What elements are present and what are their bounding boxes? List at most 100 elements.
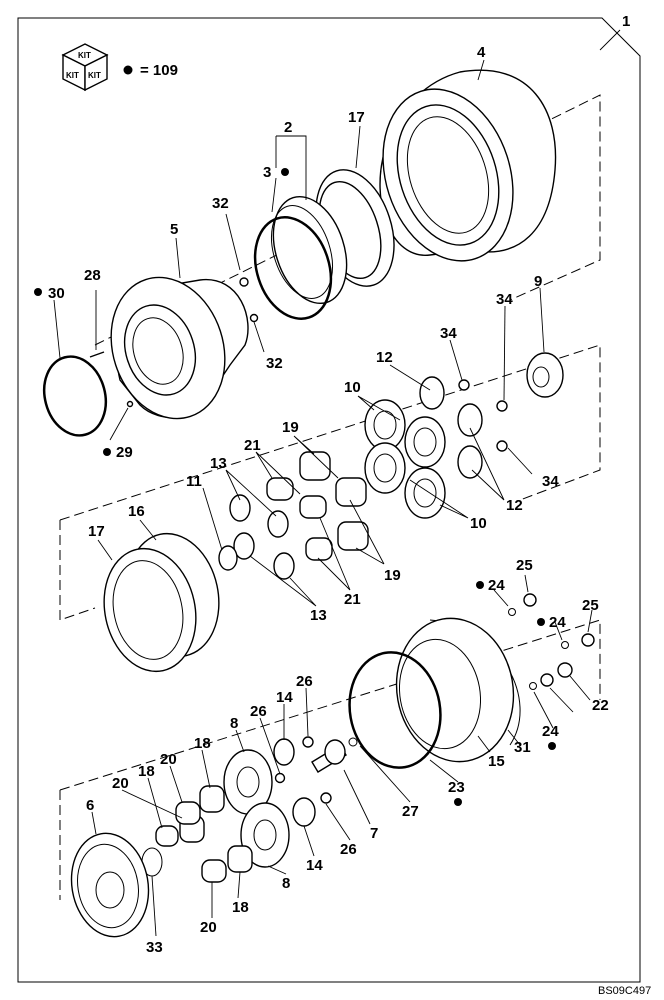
callout-8a: 8 <box>230 715 238 732</box>
callout-2: 2 <box>284 119 292 136</box>
o-ring-part-30 <box>42 355 108 437</box>
kit-legend: KIT KIT KIT = 109 <box>61 43 178 92</box>
callout-29: 29 <box>116 444 133 461</box>
callout-10b: 10 <box>470 515 487 532</box>
callout-34a: 34 <box>440 325 457 342</box>
bushing-part-20-b <box>155 825 179 847</box>
callout-18c: 18 <box>232 899 249 916</box>
callout-24a: 24 <box>488 577 505 594</box>
callout-7: 7 <box>370 825 378 842</box>
callout-10a: 10 <box>344 379 361 396</box>
kit-label-left: KIT <box>66 71 79 80</box>
needle-bearing-part-18-c <box>227 845 253 873</box>
callout-18b: 18 <box>138 763 155 780</box>
callout-25b: 25 <box>582 597 599 614</box>
gears-part-8 <box>223 749 290 868</box>
callout-20c: 20 <box>200 919 217 936</box>
callout-17b: 17 <box>88 523 105 540</box>
bolt-part-34-a <box>458 379 470 391</box>
o-ring-part-24-b <box>561 641 569 649</box>
callout-26b: 26 <box>250 703 267 720</box>
washer-part-35 <box>540 673 554 687</box>
leader-lines <box>53 29 621 937</box>
callout-23: 23 <box>448 779 465 796</box>
kit-bullet-icon <box>123 65 133 75</box>
callout-14a: 14 <box>276 689 293 706</box>
callout-32a: 32 <box>212 195 229 212</box>
callout-24c: 24 <box>542 723 559 740</box>
callout-26c: 26 <box>340 841 357 858</box>
callout-11: 11 <box>186 473 202 490</box>
bolt-part-34-b <box>496 400 508 412</box>
thrust-washers-part-13 <box>229 494 295 580</box>
callout-14b: 14 <box>306 857 323 874</box>
callout-32b: 32 <box>266 355 283 372</box>
plug-part-25-a <box>523 593 537 607</box>
plug-part-25-b <box>581 633 595 647</box>
needle-bearings-part-19 <box>299 451 369 551</box>
callout-33: 33 <box>146 939 163 956</box>
kit-bullet-23 <box>454 798 462 806</box>
hub-part-5 <box>110 276 249 420</box>
planet-gears-part-10 <box>364 399 446 519</box>
bolt-part-26-a <box>302 736 314 748</box>
callout-4: 4 <box>477 44 486 61</box>
callout-9: 9 <box>534 273 542 290</box>
callout-15: 15 <box>488 753 505 770</box>
bolt-part-34-c <box>496 440 508 452</box>
plate-part-12-a <box>419 376 445 410</box>
needle-bearing-part-18-a <box>199 785 225 813</box>
callout-21a: 21 <box>244 437 261 454</box>
o-ring-part-24-c <box>529 682 537 690</box>
callout-18a: 18 <box>194 735 211 752</box>
plate-part-14-a <box>273 738 295 766</box>
callout-17a: 17 <box>348 109 365 126</box>
callout-28: 28 <box>84 267 101 284</box>
bolt-part-32-b <box>249 313 259 323</box>
figure-code: BS09C497 <box>598 985 651 997</box>
shaft-part-7 <box>311 739 347 773</box>
callout-26a: 26 <box>296 673 313 690</box>
callout-20b: 20 <box>112 775 129 792</box>
bushings-part-21 <box>266 477 333 561</box>
callout-8b: 8 <box>282 875 290 892</box>
seal-ring-part-17-lower <box>103 547 197 673</box>
kit-bullet-3 <box>281 168 289 176</box>
o-ring-part-3 <box>253 216 333 320</box>
callout-6: 6 <box>86 797 94 814</box>
ring-part-11 <box>218 545 238 571</box>
callout-31: 31 <box>514 739 531 756</box>
callout-3: 3 <box>263 164 271 181</box>
plate-part-14-b <box>292 797 316 827</box>
pin-part-28 <box>89 351 105 358</box>
kit-bullet-24b <box>537 618 545 626</box>
cover-part-15 <box>395 617 515 763</box>
kit-label-top: KIT <box>78 51 91 60</box>
callout-19b: 19 <box>384 567 401 584</box>
ball-part-27 <box>348 737 358 747</box>
callout-21b: 21 <box>344 591 361 608</box>
callout-5: 5 <box>170 221 178 238</box>
callout-34b: 34 <box>496 291 513 308</box>
kit-cube-icon: KIT KIT KIT <box>61 43 109 92</box>
callout-labels: 1 2 3 4 5 6 7 8 8 9 10 10 11 12 12 13 13… <box>34 13 630 956</box>
callout-20a: 20 <box>160 751 177 768</box>
diagram-frame <box>17 17 641 983</box>
callout-13a: 13 <box>210 455 227 472</box>
plug-part-22 <box>557 662 573 678</box>
assembly-axis-lines <box>59 94 601 900</box>
sun-gear-part-9 <box>526 352 564 398</box>
callout-22: 22 <box>592 697 609 714</box>
kit-bullet-24c <box>548 742 556 750</box>
kit-label-right: KIT <box>88 71 101 80</box>
callout-16: 16 <box>128 503 145 520</box>
kit-bullet-24a <box>476 581 484 589</box>
callout-25a: 25 <box>516 557 533 574</box>
callout-27: 27 <box>402 803 419 820</box>
plug-part-29 <box>126 400 134 408</box>
bolt-part-26-c <box>320 792 332 804</box>
callout-13b: 13 <box>310 607 327 624</box>
o-ring-part-23 <box>348 651 442 769</box>
callout-34c: 34 <box>542 473 559 490</box>
